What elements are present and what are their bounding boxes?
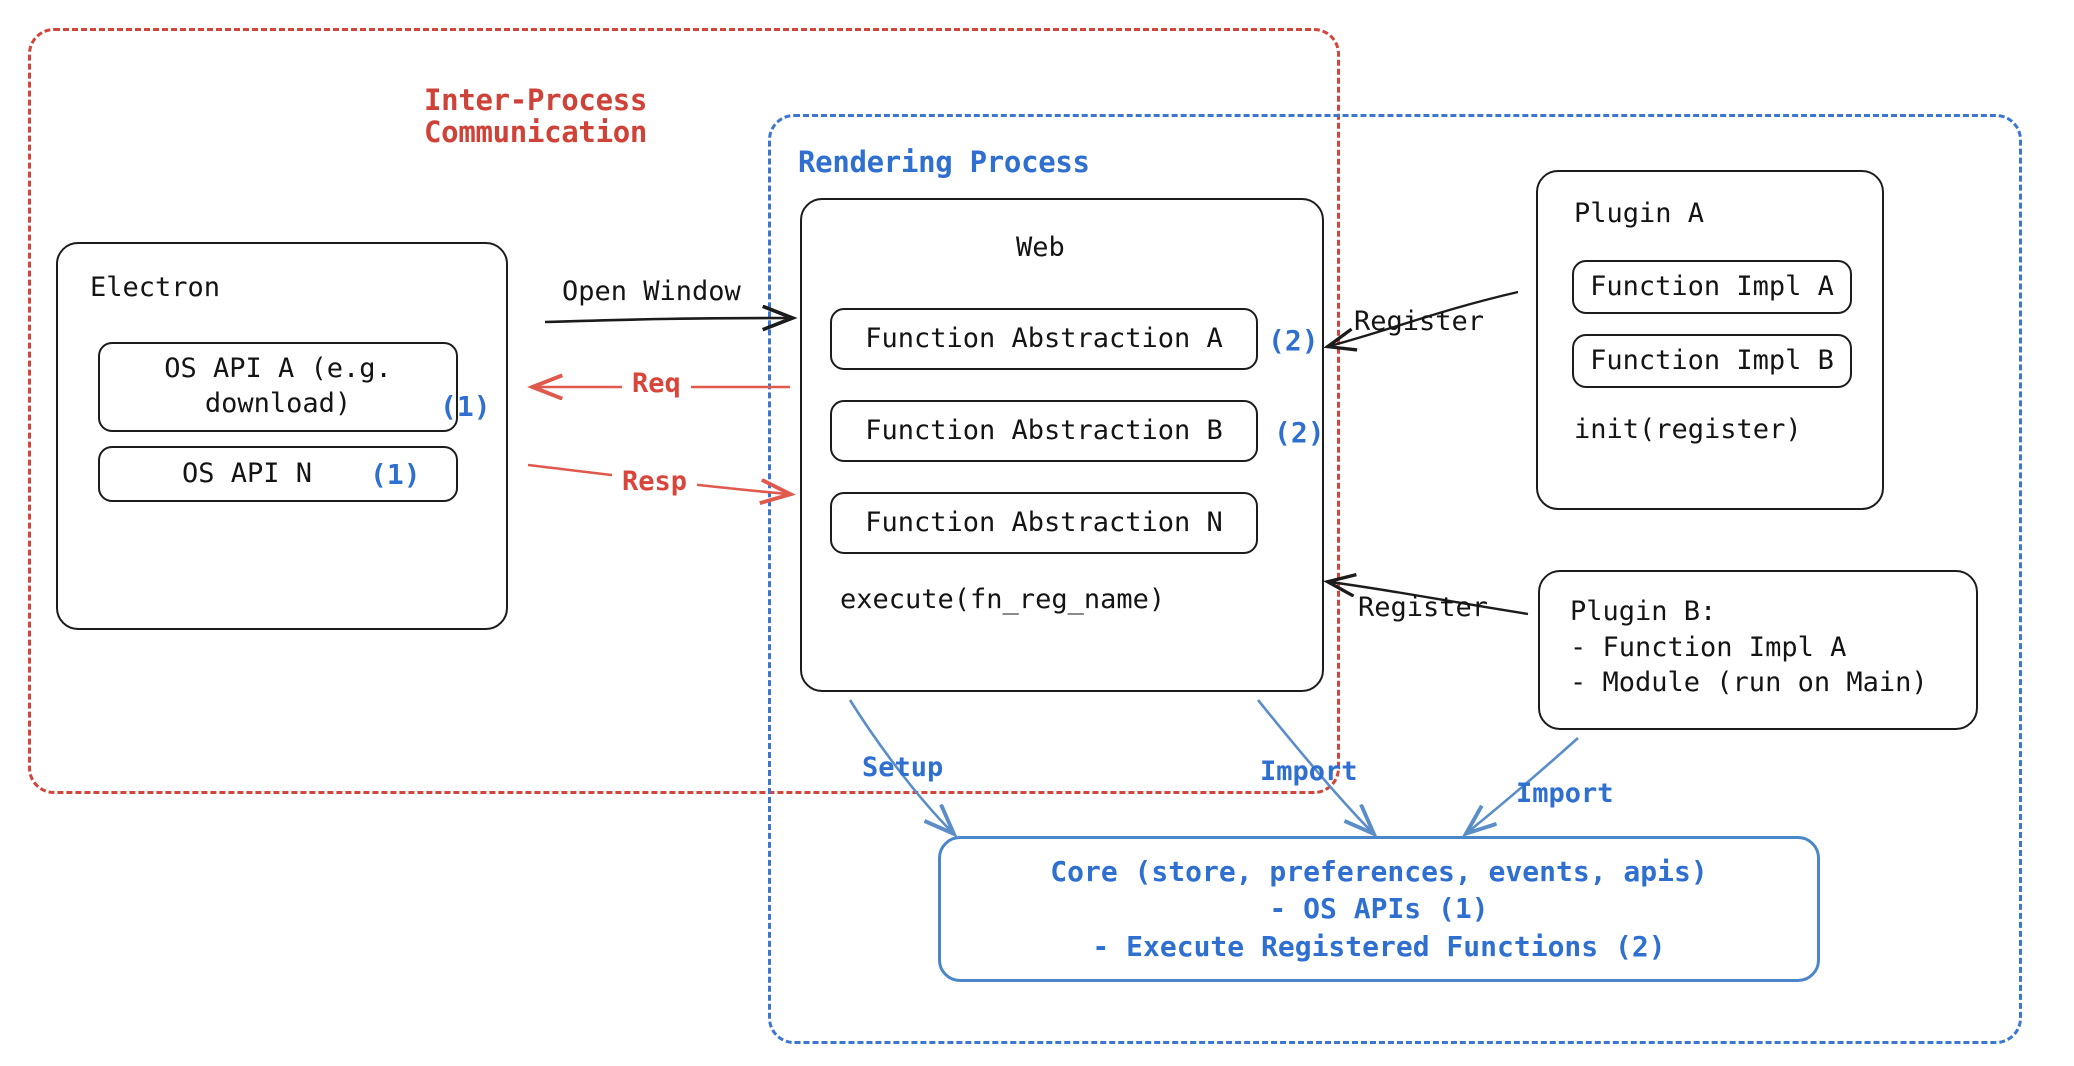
edge-label-resp: Resp — [612, 466, 698, 497]
plugin-a-item-function-impl-b-label: Function Impl B — [1590, 344, 1834, 376]
web-item-function-abstraction-n[interactable]: Function Abstraction N — [830, 492, 1258, 554]
electron-item-os-api-a-label: OS API A (e.g. download) — [164, 353, 392, 419]
web-item-function-abstraction-n-label: Function Abstraction N — [865, 506, 1223, 538]
electron-title: Electron — [90, 272, 221, 303]
electron-item-os-api-n-tag: (1) — [370, 458, 421, 491]
plugin-a-footer-init: init(register) — [1574, 414, 1802, 445]
web-item-function-abstraction-a[interactable]: Function Abstraction A — [830, 308, 1258, 370]
electron-item-os-api-a-tag: (1) — [440, 390, 491, 423]
plugin-a-title: Plugin A — [1574, 198, 1705, 229]
web-item-function-abstraction-a-tag: (2) — [1268, 324, 1319, 357]
core-line-2: - OS APIs (1) — [1269, 892, 1489, 926]
plugin-a-item-function-impl-a-label: Function Impl A — [1590, 270, 1834, 302]
edge-label-import-from-web: Import — [1260, 756, 1358, 787]
web-item-function-abstraction-b-tag: (2) — [1274, 416, 1325, 449]
plugin-a-box: Plugin A Function Impl A Function Impl B… — [1536, 170, 1884, 510]
edge-label-register-plugin-b: Register — [1358, 592, 1489, 623]
plugin-b-lines: Plugin B: - Function Impl A - Module (ru… — [1570, 596, 1928, 699]
group-rendering-process — [768, 114, 2022, 1044]
electron-item-os-api-n[interactable]: OS API N — [98, 446, 458, 502]
group-label-rendering-process: Rendering Process — [798, 145, 1090, 179]
web-item-function-abstraction-b[interactable]: Function Abstraction B — [830, 400, 1258, 462]
group-inter-process-communication — [28, 28, 1340, 794]
plugin-a-item-function-impl-b[interactable]: Function Impl B — [1572, 334, 1852, 388]
edge-label-import-from-plugin-b: Import — [1516, 778, 1614, 809]
core-line-3: - Execute Registered Functions (2) — [1092, 929, 1666, 963]
edge-label-req: Req — [622, 368, 691, 399]
electron-item-os-api-a[interactable]: OS API A (e.g. download) — [98, 342, 458, 432]
edge-label-setup: Setup — [862, 752, 944, 783]
edge-label-open-window: Open Window — [562, 276, 741, 307]
plugin-a-item-function-impl-a[interactable]: Function Impl A — [1572, 260, 1852, 314]
web-title: Web — [1016, 232, 1065, 263]
web-item-function-abstraction-b-label: Function Abstraction B — [865, 414, 1223, 446]
electron-box: Electron OS API A (e.g. download) (1) OS… — [56, 242, 508, 630]
web-box: Web Function Abstraction A (2) Function … — [800, 198, 1325, 692]
core-line-1: Core (store, preferences, events, apis) — [1050, 855, 1708, 889]
web-footer-execute: execute(fn_reg_name) — [840, 584, 1166, 615]
web-item-function-abstraction-a-label: Function Abstraction A — [865, 322, 1223, 354]
core-box: Core (store, preferences, events, apis) … — [938, 836, 1820, 982]
electron-item-os-api-n-label: OS API N — [181, 457, 313, 489]
edge-label-register-plugin-a: Register — [1354, 306, 1485, 337]
plugin-b-box: Plugin B: - Function Impl A - Module (ru… — [1538, 570, 1978, 730]
group-label-ipc: Inter-Process Communication — [424, 83, 648, 150]
